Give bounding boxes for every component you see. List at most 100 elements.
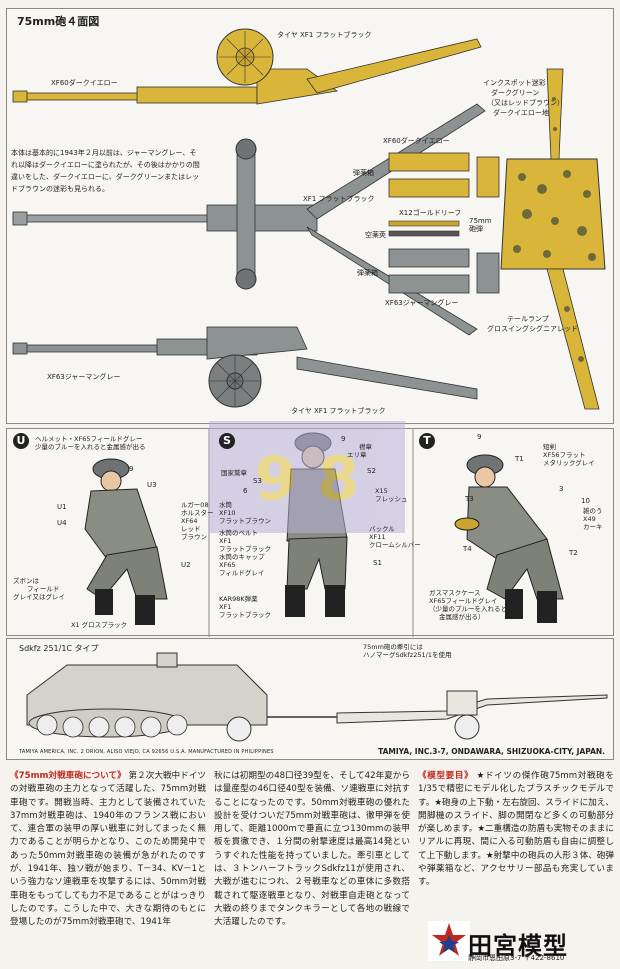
label-tire-top: タイヤ XF1 フラットブラック <box>277 31 372 39</box>
label-gloss-red: グロスイングシグニアレッド <box>487 325 578 333</box>
label-khaki: カーキ <box>583 523 603 531</box>
label-s-belt: 水筒のベルト <box>219 529 258 537</box>
label-t3b: 3 <box>559 485 564 493</box>
label-xf1-flat: XF1 フラットブラック <box>303 195 375 203</box>
label-xf60-box: XF60ダークイエロー <box>383 137 450 145</box>
label-flesh: フレッシュ <box>375 495 408 503</box>
label-s3: S3 <box>253 477 262 485</box>
label-s-fieldgray: フィルドグレイ <box>219 569 265 577</box>
label-u1: U1 <box>57 503 67 511</box>
gun-front-view-camo <box>500 68 606 410</box>
label-shell-2: 砲弾 <box>469 225 483 233</box>
label-s-xf10: XF10 <box>219 509 236 517</box>
label-kar-flatblack: フラットブラック <box>219 611 271 619</box>
vehicle-title: Sdkfz 251/1C タイプ <box>19 644 99 653</box>
label-u2: U2 <box>181 561 191 569</box>
label-gasmask-4: 金属感が出る） <box>439 613 485 621</box>
label-xf63-box: XF63ジャーマングレー <box>385 299 459 307</box>
label-tow-note-1: 75mm砲の牽引には <box>363 643 423 651</box>
label-u4: U4 <box>57 519 67 527</box>
label-tow-note-2: ハノマーグSdkfz251/1を使用 <box>363 651 452 659</box>
label-buckle-xf11: XF11 <box>369 533 386 541</box>
tamiya-star-logo <box>428 921 470 961</box>
label-pants: ズボンは <box>13 577 39 585</box>
footer-right: TAMIYA, INC.3-7, ONDAWARA, SHIZUOKA-CITY… <box>378 747 605 756</box>
gun-side-view-gray <box>12 326 478 408</box>
label-s-flatbrown: フラットブラウン <box>219 517 271 525</box>
text-column-3: 《模型要目》 ★ドイツの傑作砲75mm対戦砲を1/35で精密にモデル化したプラス… <box>418 770 614 920</box>
label-gasmask-3: （少量のブルーを入れると <box>429 605 507 613</box>
label-t10: 10 <box>581 497 590 505</box>
gun-side-view-yellow <box>12 28 482 105</box>
watermark: 9 8 <box>209 421 405 533</box>
label-s-xf65: XF65 <box>219 561 236 569</box>
col3-heading: 《模型要目》 <box>418 771 474 781</box>
col2-body: 秋には初期型の48口径39型を、そして42年夏からは量産型の46口径40型を装備… <box>214 771 410 928</box>
text-column-1: 《75mm対戦車砲について》 第２次大戦中ドイツの対戦車砲の主力となって活躍した… <box>10 770 206 930</box>
label-s1: S1 <box>373 559 382 567</box>
label-kar98: KAR98K弾薬 <box>219 595 258 603</box>
label-t2: T2 <box>569 549 578 557</box>
label-s2: S2 <box>367 467 376 475</box>
label-pants-3: グレイ又はグレイ <box>13 593 65 601</box>
label-s-flatblack: フラットブラック <box>219 545 271 553</box>
label-tire-bottom: タイヤ XF1 フラットブラック <box>291 407 386 415</box>
label-luger: ルガー08 <box>181 501 209 509</box>
label-red: レッド <box>181 525 201 533</box>
figure-letter-t: T <box>419 433 435 449</box>
label-s-xf1: XF1 <box>219 537 232 545</box>
label-xf60-barrel: XF60ダークイエロー <box>51 79 118 87</box>
label-u-helmet-2: 少量のブルーを入れると金属感が出る <box>35 443 146 451</box>
label-s-eri: エリ章 <box>347 451 367 459</box>
label-ammo-box-1: 弾薬箱 <box>353 169 374 177</box>
label-s9: 9 <box>341 435 346 443</box>
label-empty-case: 空薬莢 <box>365 231 386 239</box>
text-column-2: 秋には初期型の48口径39型を、そして42年夏からは量産型の46口径40型を装備… <box>214 770 410 930</box>
label-xf64: XF64 <box>181 517 198 525</box>
label-chrome: クロームシルバー <box>369 541 421 549</box>
panel-title: 75mm砲４面図 <box>17 15 100 28</box>
label-u9: 9 <box>129 465 134 473</box>
label-gasmask: ガスマスクケース <box>429 589 481 597</box>
figure-u <box>84 458 168 625</box>
label-x12-gold: X12ゴールドリーフ <box>399 209 462 217</box>
label-s-kokka: 国家鷲章 <box>221 469 247 477</box>
figure-letter-s: S <box>219 433 235 449</box>
label-metal-gray: メタリックグレイ <box>543 459 595 467</box>
label-x15: X15 <box>375 487 388 495</box>
four-view-panel: 75mm砲４面図 <box>6 8 614 424</box>
paint-note: 本体は基本的に1943年２月以前は、ジャーマングレー、それ以降はダークイエローに… <box>11 149 200 193</box>
label-shell: 75mm <box>469 217 492 225</box>
label-xf56: XF56フラット <box>543 451 586 459</box>
label-s6: 6 <box>243 487 248 495</box>
brand-address: 静岡市恩田原3-7 〒422-8610 <box>468 954 565 962</box>
col1-body: 第２次大戦中ドイツの対戦車砲の主力となって活躍した、75mm対戦車砲です。開戦当… <box>10 771 206 928</box>
label-sword: 雑のう <box>583 507 603 515</box>
label-x1: X1 グロスブラック <box>71 621 128 629</box>
col1-heading: 《75mm対戦車砲について》 <box>10 771 126 781</box>
label-s-canteen: 水筒 <box>219 501 232 509</box>
label-s-collar: 襟章 <box>359 443 372 451</box>
gun-drawings <box>12 28 606 410</box>
label-u3: U3 <box>147 481 157 489</box>
label-holster: ホルスター <box>181 509 214 517</box>
label-ammo-box-2: 弾薬箱 <box>357 269 378 277</box>
figures-panel: 9 8 U S T ヘルメット・XF65フィールドグレー 少量のブルーを入れると… <box>6 421 614 637</box>
vehicle-drawing <box>26 652 608 742</box>
ammo-boxes <box>388 152 500 294</box>
label-dark-green: ダークグリーン <box>491 89 540 97</box>
label-pants-2: フィールド <box>27 585 60 593</box>
vehicle-panel: Sdkfz 251/1C タイプ 75mm砲の牽引には ハノマーグSdkfz25… <box>6 638 614 760</box>
label-x49: X49 <box>583 515 596 523</box>
label-xf63-barrel: XF63ジャーマングレー <box>47 373 121 381</box>
col3-body: ★ドイツの傑作砲75mm対戦砲を1/35で精密にモデル化したプラスチックモデルで… <box>418 771 614 888</box>
label-tail-lamp: テールランプ <box>507 315 549 323</box>
brand-name: 田宮模型 <box>468 932 568 960</box>
footer-left: TAMIYA AMERICA, INC. 2 ORION, ALISO VIEJ… <box>19 749 274 755</box>
watermark-text: 9 8 <box>255 444 359 514</box>
label-brown: ブラウン <box>181 533 207 541</box>
label-t3: T3 <box>465 495 474 503</box>
label-red-brown: （又はレッドブラウン） <box>487 99 564 107</box>
label-buckle: バックル <box>369 525 395 533</box>
